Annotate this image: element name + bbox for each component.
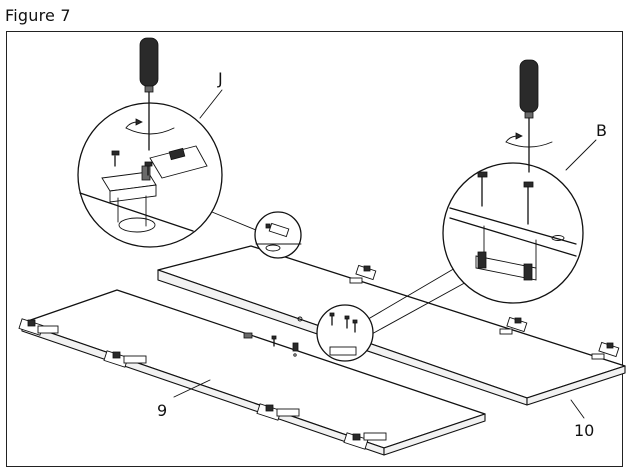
- hinge-icon: [103, 350, 147, 368]
- screw-icon: [477, 171, 488, 207]
- callout-label-j: J: [217, 69, 223, 88]
- cam-lock-icon: [243, 332, 253, 339]
- callout-label-9: 9: [157, 401, 167, 420]
- callout-label-b: B: [596, 121, 607, 140]
- hinge-icon: [343, 432, 387, 450]
- figure-title: Figure 7: [5, 6, 71, 25]
- support-detail-callout: B: [316, 59, 607, 362]
- hinge-icon: [256, 403, 300, 421]
- hinge-icon: [18, 318, 59, 336]
- hinge-icon: [349, 264, 377, 284]
- screw-icon: [111, 150, 120, 167]
- screw-icon: [523, 181, 534, 225]
- hinge-icon: [499, 316, 528, 335]
- screw-icon: [144, 161, 153, 176]
- hinge-detail-callout: J: [77, 37, 302, 259]
- screwdriver-icon: [125, 37, 175, 151]
- support-bracket-icon: [475, 251, 537, 281]
- figure-frame: [6, 31, 623, 467]
- screwdriver-icon: [505, 59, 553, 173]
- hinge-icon: [591, 341, 620, 360]
- panel-9: [18, 289, 486, 456]
- callout-label-10: 10: [574, 421, 594, 440]
